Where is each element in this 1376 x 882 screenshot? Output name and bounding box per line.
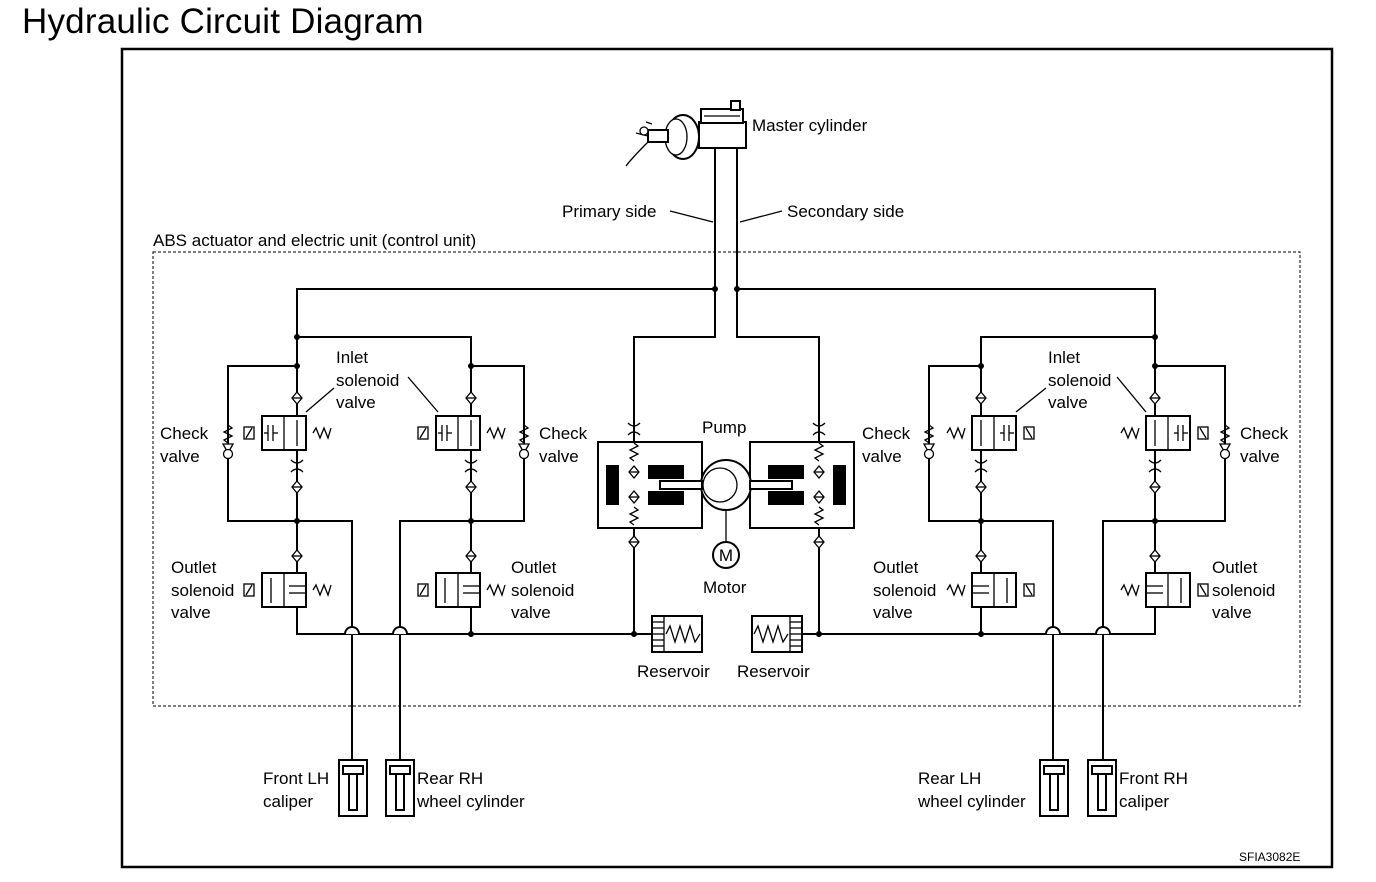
check-valve-label-3: Check valve	[862, 424, 915, 466]
page-title: Hydraulic Circuit Diagram	[22, 2, 424, 41]
primary-leader	[669, 210, 714, 223]
inlet-valve-label-right: Inlet solenoid valve	[1048, 348, 1116, 412]
outlet-valve-label-4: Outlet solenoid valve	[1212, 558, 1280, 622]
rear-lh-wheel-cylinder-icon	[1039, 759, 1069, 817]
abs-unit-label: ABS actuator and electric unit (control …	[153, 231, 476, 250]
secondary-leader	[739, 210, 783, 223]
reservoir-label-left: Reservoir	[637, 662, 710, 681]
rear-rh-wheel-cylinder-icon	[385, 759, 415, 817]
rear-rh-label: Rear RH wheel cylinder	[416, 769, 525, 811]
check-valve-label-2: Check valve	[539, 424, 592, 466]
check-valve-label-1: Check valve	[160, 424, 213, 466]
reservoir-label-right: Reservoir	[737, 662, 810, 681]
check-valve-label-4: Check valve	[1240, 424, 1293, 466]
figure-code: SFIA3082E	[1239, 850, 1300, 864]
outlet-valve-label-1: Outlet solenoid valve	[171, 558, 239, 622]
outlet-valve-label-3: Outlet solenoid valve	[873, 558, 941, 622]
pump-assembly	[597, 441, 855, 569]
outlet-valve-fl	[243, 549, 332, 608]
inlet-valve-fr	[1120, 391, 1209, 494]
reservoir-right	[751, 615, 819, 653]
front-rh-label: Front RH caliper	[1119, 769, 1193, 811]
front-lh-caliper-icon	[338, 759, 368, 817]
master-cylinder-label: Master cylinder	[752, 116, 868, 135]
front-lh-label: Front LH caliper	[263, 769, 334, 811]
pump-label: Pump	[702, 418, 746, 437]
motor-label: Motor	[703, 578, 747, 597]
abs-unit-boundary	[152, 251, 1301, 707]
inlet-valve-fl	[243, 391, 332, 494]
secondary-side-label: Secondary side	[787, 202, 904, 221]
reservoir-left	[634, 615, 703, 653]
diagram-frame	[120, 47, 1334, 869]
rear-lh-label: Rear LH wheel cylinder	[917, 769, 1026, 811]
inlet-valve-rl	[946, 391, 1035, 494]
inlet-valve-rr	[417, 391, 506, 494]
outlet-valve-rl	[946, 549, 1035, 608]
outlet-valve-label-2: Outlet solenoid valve	[511, 558, 579, 622]
inlet-valve-label-left: Inlet solenoid valve	[336, 348, 404, 412]
front-rh-caliper-icon	[1087, 759, 1117, 817]
outlet-valve-rr	[417, 549, 506, 608]
motor-symbol: M	[719, 546, 733, 565]
outlet-valve-fr	[1120, 549, 1209, 608]
master-cylinder-icon	[625, 100, 747, 167]
primary-side-label: Primary side	[562, 202, 656, 221]
